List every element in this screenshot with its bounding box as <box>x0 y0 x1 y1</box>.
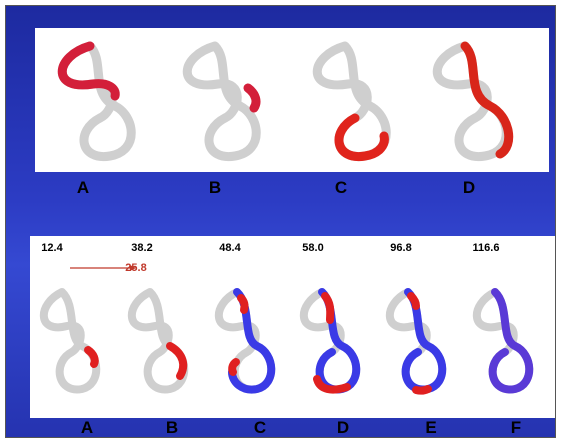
knot-a-bottom <box>39 288 101 394</box>
knot-d-bottom <box>299 288 361 394</box>
top-panel <box>35 28 549 172</box>
knot-e-bottom <box>385 288 447 395</box>
bottom-label-a: A <box>80 418 94 437</box>
knot-c-top <box>312 41 391 161</box>
knot-c-bottom <box>214 288 276 394</box>
knot-d-top <box>432 41 514 161</box>
bottom-panel: 12.4 38.2 48.4 58.0 96.8 116.6 25.8 <box>30 236 555 418</box>
figure-frame: A B C D 12.4 38.2 48.4 58.0 96.8 116.6 2… <box>5 5 556 438</box>
top-label-b: B <box>208 178 222 197</box>
bottom-label-f: F <box>510 418 522 437</box>
top-label-d: D <box>462 178 476 197</box>
knot-f-bottom <box>472 288 534 394</box>
knot-b-bottom <box>127 288 189 394</box>
knot-a-top <box>57 41 136 161</box>
value-a: 12.4 <box>41 242 63 254</box>
bottom-label-c: C <box>253 418 267 437</box>
knot-b-top <box>182 41 261 161</box>
value-e: 96.8 <box>390 242 412 254</box>
arrow-icon <box>70 265 136 271</box>
value-d: 58.0 <box>302 242 324 254</box>
bottom-label-d: D <box>336 418 350 437</box>
top-label-c: C <box>334 178 348 197</box>
value-c: 48.4 <box>219 242 241 254</box>
bottom-label-b: B <box>165 418 179 437</box>
bottom-label-e: E <box>425 418 437 437</box>
top-label-a: A <box>76 178 90 197</box>
annotation-value: 25.8 <box>125 262 147 274</box>
value-b: 38.2 <box>131 242 153 254</box>
value-f: 116.6 <box>472 242 500 254</box>
